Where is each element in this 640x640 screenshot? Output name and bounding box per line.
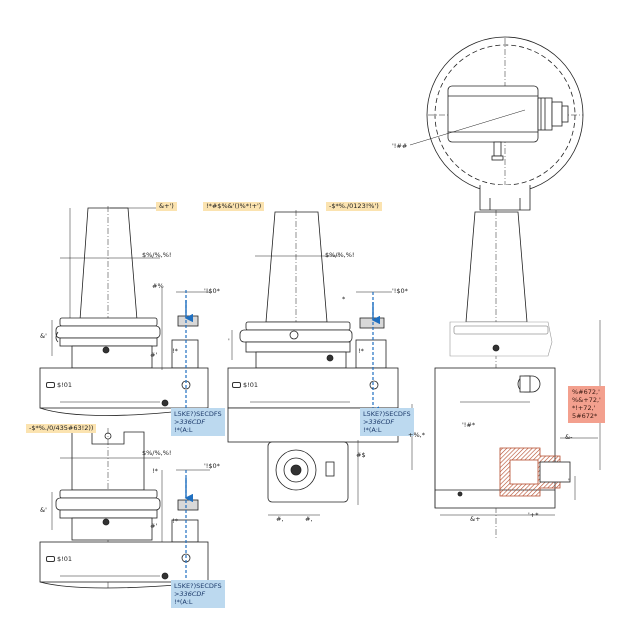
top-middle-info-line-2: >336CDF [363, 418, 395, 427]
top-middle-dim-side-top: '!$0* [392, 287, 408, 295]
top-middle-plate: $!01 [232, 381, 258, 389]
top-middle-header-tag-a: !*#$%&'()%*!+') [203, 202, 265, 212]
top-middle-info-line-1: L5KE?)SECDFS [363, 410, 411, 418]
top-left-info-line-2: >336CDF [174, 418, 206, 427]
top-middle-info-box: L5KE?)SECDFS >336CDF !*(A:L [360, 408, 414, 437]
top-left-header-tag: &+') [156, 202, 177, 212]
bottom-left-info-line-3: !*(A:L [174, 598, 193, 607]
top-middle-dim-small-a: !* [358, 347, 364, 355]
top-middle-info-line-3: !*(A:L [363, 426, 382, 435]
lock-icon [46, 382, 55, 388]
bottom-left-dim-side-top: '!$0* [204, 462, 220, 470]
top-middle-dim-bottom-a: #, [276, 515, 284, 523]
top-left-info-line-1: L5KE?)SECDFS [174, 410, 222, 418]
bottom-left-header-tag: -$*%./0/435#63!2)) [26, 424, 97, 434]
right-dim-tiny: ' [568, 477, 570, 485]
top-left-holder-view [39, 206, 210, 416]
bottom-left-dim-small-a: !* [172, 517, 178, 525]
lock-icon [46, 556, 55, 562]
top-left-dim-small-a: !* [172, 347, 178, 355]
right-dim-bottom-a: &+ [470, 515, 481, 523]
bottom-left-plate-text: $!01 [57, 555, 73, 563]
detail-circle-view [409, 36, 584, 211]
right-info-line-2: %&+72,' [572, 396, 601, 405]
top-middle-dim-star: * [342, 295, 346, 303]
bottom-left-holder-view [39, 428, 210, 590]
bottom-left-dim-side-left: !* [152, 467, 158, 475]
bottom-left-info-line-2: >336CDF [174, 590, 206, 599]
top-left-dim-side-top: '!$0* [204, 287, 220, 295]
top-middle-dim-bottom-b: #, [305, 515, 313, 523]
bottom-left-dim-height: &' [40, 506, 47, 514]
top-left-dim-side-left: #% [152, 282, 164, 290]
bottom-left-info-box: L5KE?)SECDFS >336CDF !*(A:L [171, 580, 225, 609]
right-dim-small: &- [565, 433, 573, 441]
bottom-left-info-line-1: L5KE?)SECDFS [174, 582, 222, 590]
top-left-dim-width: $%/%,%! [142, 251, 172, 259]
right-info-box: %#672,' %&+72,' *!+72,' 5#672* [568, 386, 605, 423]
right-dim-inner: '!#* [462, 421, 476, 429]
right-info-line-3: *!+72,' [572, 404, 596, 413]
bottom-left-dim-width: $%/%,%! [142, 449, 172, 457]
right-dim-bottom-b: '+* [528, 511, 539, 519]
bottom-left-plate: $!01 [46, 555, 72, 563]
bottom-left-dim-small-b: #' [150, 522, 158, 530]
lock-icon [232, 382, 241, 388]
top-middle-dim-right-outer: +%,* [408, 431, 425, 439]
top-left-plate-text: $!01 [57, 381, 73, 389]
top-middle-plate-text: $!01 [243, 381, 259, 389]
top-middle-header-tag-b: -$*%./0123!%') [326, 202, 382, 212]
top-left-dim-height: &' [40, 332, 47, 340]
top-middle-dim-right-inner: #$ [356, 451, 366, 459]
top-middle-dim-left: ' [228, 337, 230, 345]
top-left-dim-small-b: #' [150, 351, 158, 359]
right-info-line-1: %#672,' [572, 388, 600, 396]
top-middle-dim-width: $%/%,%! [325, 251, 355, 259]
top-middle-holder-view [227, 210, 413, 516]
circle-callout-label: '!## [392, 142, 408, 150]
top-left-info-line-3: !*(A:L [174, 426, 193, 435]
top-left-plate: $!01 [46, 381, 72, 389]
right-info-line-4: 5#672* [572, 412, 598, 421]
top-left-info-box: L5KE?)SECDFS >336CDF !*(A:L [171, 408, 225, 437]
right-holder-view [434, 210, 601, 540]
